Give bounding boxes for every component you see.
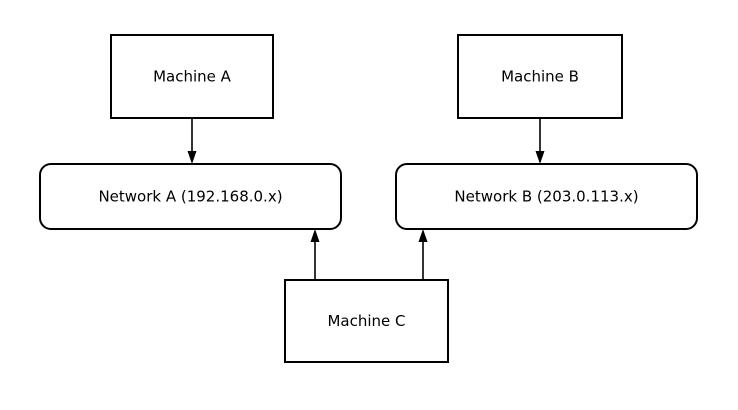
machine-a-box <box>110 34 274 119</box>
network-b-box <box>395 163 698 230</box>
edge-machine-a-to-network-a <box>187 119 197 164</box>
machine-c-label: Machine C <box>327 312 405 330</box>
edge-machine-c-to-network-a <box>310 229 320 279</box>
edge-machine-b-to-network-b <box>535 119 545 164</box>
arrowhead-down-icon <box>535 151 545 164</box>
machine-b-label: Machine B <box>501 68 579 86</box>
node-machine-c: Machine C <box>284 279 449 363</box>
machine-c-box <box>284 279 449 363</box>
network-a-label: Network A (192.168.0.x) <box>98 188 282 206</box>
network-a-box <box>39 163 342 230</box>
arrowhead-up-icon <box>310 229 320 242</box>
edge-machine-c-to-network-b <box>418 229 428 279</box>
node-network-a: Network A (192.168.0.x) <box>39 163 342 230</box>
node-machine-a: Machine A <box>110 34 274 119</box>
machine-b-box <box>457 34 623 119</box>
arrowhead-up-icon <box>418 229 428 242</box>
node-network-b: Network B (203.0.113.x) <box>395 163 698 230</box>
network-b-label: Network B (203.0.113.x) <box>454 188 638 206</box>
arrowhead-down-icon <box>187 151 197 164</box>
machine-a-label: Machine A <box>153 68 232 86</box>
node-machine-b: Machine B <box>457 34 623 119</box>
